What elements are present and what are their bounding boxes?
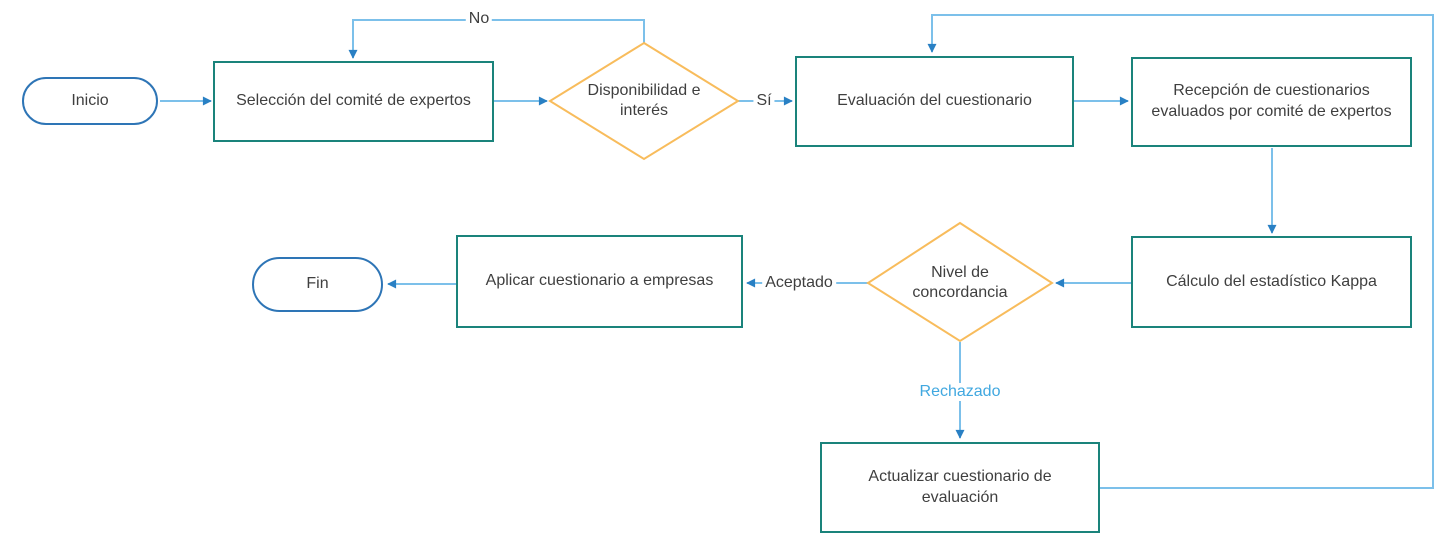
- node-inicio-label: Inicio: [71, 91, 109, 109]
- edge-feedback-loop: [927, 14, 1434, 489]
- node-disponibilidad-label: Disponibilidad e interés: [587, 82, 701, 119]
- decision-disponibilidad-shape: [548, 41, 740, 161]
- node-actualizar: Actualizar cuestionario de evaluación: [820, 442, 1100, 533]
- node-nivel-label: Nivel de concordancia: [912, 264, 1008, 301]
- node-evaluacion: Evaluación del cuestionario: [795, 56, 1074, 147]
- node-calculo: Cálculo del estadístico Kappa: [1131, 236, 1412, 328]
- node-seleccion-label: Selección del comité de expertos: [236, 92, 471, 110]
- node-actualizar-label: Actualizar cuestionario de evaluación: [868, 467, 1052, 506]
- node-recepcion: Recepción de cuestionarios evaluados por…: [1131, 57, 1412, 147]
- node-fin-label: Fin: [306, 275, 329, 293]
- node-aplicar: Aplicar cuestionario a empresas: [456, 235, 743, 328]
- node-seleccion: Selección del comité de expertos: [213, 61, 494, 142]
- decision-nivel-shape: [866, 221, 1054, 343]
- node-disponibilidad: Disponibilidad e interés: [578, 63, 710, 139]
- node-fin: Fin: [252, 257, 383, 312]
- node-recepcion-label: Recepción de cuestionarios evaluados por…: [1151, 82, 1392, 120]
- node-nivel: Nivel de concordancia: [898, 245, 1022, 321]
- edge-no-loop: [348, 19, 645, 59]
- node-inicio: Inicio: [22, 77, 158, 125]
- node-aplicar-label: Aplicar cuestionario a empresas: [485, 272, 714, 290]
- edge-label-aceptado: Aceptado: [762, 274, 836, 292]
- edge-label-rechazado: Rechazado: [916, 383, 1004, 401]
- edge-label-si: Sí: [753, 92, 775, 110]
- node-calculo-label: Cálculo del estadístico Kappa: [1166, 272, 1377, 290]
- edge-label-no: No: [465, 10, 493, 28]
- node-evaluacion-label: Evaluación del cuestionario: [837, 92, 1032, 110]
